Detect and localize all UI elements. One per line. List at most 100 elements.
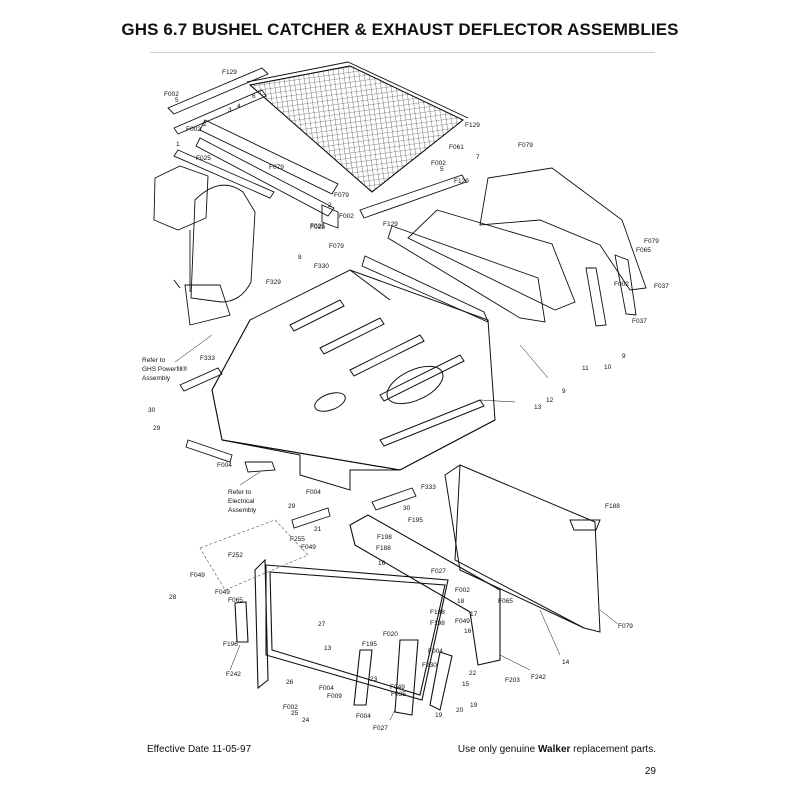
frame-parts — [234, 514, 501, 716]
callout-label: 2 — [328, 202, 332, 209]
callout-label: F004 — [217, 462, 232, 469]
callout-label: F009 — [327, 693, 342, 700]
callout-label: F065 — [636, 247, 651, 254]
callout-label: 21 — [314, 526, 322, 533]
replacement-prefix: Use only genuine — [457, 744, 538, 755]
callout-label: 30 — [403, 505, 411, 512]
callout-label: F002 — [164, 91, 179, 98]
callout-label: 2 — [203, 121, 207, 128]
callout-label: F329 — [266, 279, 281, 286]
callout-label: F065 — [498, 598, 513, 605]
callout-label: 26 — [286, 679, 294, 686]
callout-label: 20 — [456, 707, 464, 714]
callout-label: 5 — [175, 97, 179, 104]
callout-label: F188 — [376, 545, 391, 552]
callout-label: F027 — [373, 725, 388, 732]
callout-label: F027 — [431, 568, 446, 575]
callout-label: 25 — [291, 710, 299, 717]
callout-label: F079 — [269, 164, 284, 171]
callout-label: F004 — [319, 685, 334, 692]
callout-label: F242 — [531, 674, 546, 681]
note-line: Assembly — [142, 375, 171, 382]
reference-box — [199, 519, 309, 591]
note-line: GHS Powerfill® — [142, 365, 187, 373]
callout-label: 5 — [440, 166, 444, 173]
callout-label: F129 — [222, 69, 237, 76]
callout-label: F203 — [505, 677, 520, 684]
callout-label: 13 — [534, 404, 542, 411]
callout-label: F198 — [377, 534, 392, 541]
callout-label: 29 — [153, 425, 161, 432]
callout-label: 12 — [546, 397, 554, 404]
callout-label: F252 — [228, 552, 243, 559]
callout-label: 7 — [476, 154, 480, 161]
callout-label: F061 — [449, 144, 464, 151]
leader-lines — [174, 334, 619, 721]
callout-label: F002 — [455, 587, 470, 594]
callout-label: 22 — [469, 670, 477, 677]
callout-label: F049 — [455, 618, 470, 625]
callout-label: 9 — [622, 353, 626, 360]
replacement-suffix: replacement parts. — [570, 744, 656, 755]
callout-label: F002 — [614, 281, 629, 288]
callout-label: 19 — [435, 712, 443, 719]
callout-label: F002 — [431, 160, 446, 167]
callout-label: F333 — [200, 355, 215, 362]
callout-label: F002 — [186, 126, 201, 133]
note-line: Assembly — [228, 507, 257, 514]
note-refer-electrical: Refer to Electrical Assembly — [228, 489, 257, 514]
callout-label: F230 — [422, 662, 437, 669]
callout-label: F198 — [430, 620, 445, 627]
callout-label: F020 — [0, 0, 15, 2]
callout-label: 19 — [470, 702, 478, 709]
callout-label: F188 — [430, 609, 445, 616]
callout-label: 9 — [562, 388, 566, 395]
callout-label: F188 — [605, 503, 620, 510]
callout-label: 14 — [562, 659, 570, 666]
callout-label: 15 — [462, 681, 470, 688]
callout-label: F004 — [356, 713, 371, 720]
bracket-parts — [179, 367, 417, 529]
exhaust-deflector-part — [361, 167, 647, 327]
callout-label: F049 — [190, 572, 205, 579]
callout-label: F196 — [223, 641, 238, 648]
callout-label: F035 — [391, 691, 406, 698]
note-line: Electrical — [228, 498, 255, 505]
callout-label: F004 — [306, 489, 321, 496]
screen-mesh-part — [246, 61, 469, 193]
callout-label: 8 — [298, 254, 302, 261]
callout-label: 4 — [237, 103, 241, 110]
page-title: GHS 6.7 BUSHEL CATCHER & EXHAUST DEFLECT… — [121, 20, 679, 39]
callout-label: F049 — [301, 544, 316, 551]
brand-name: Walker — [537, 744, 571, 755]
callout-label: F049 — [390, 684, 405, 691]
callout-label: F002 — [283, 704, 298, 711]
callout-label: 17 — [470, 611, 478, 618]
callout-label: F025 — [310, 224, 325, 231]
callout-label: F079 — [518, 142, 533, 149]
callout-label: 30 — [148, 407, 156, 414]
callout-label: 10 — [604, 364, 612, 371]
callout-label: 3 — [228, 107, 232, 114]
callout-label: 29 — [288, 503, 296, 510]
catcher-body-part — [211, 269, 496, 491]
callout-label: F333 — [421, 484, 436, 491]
page-number: 29 — [644, 766, 656, 777]
rear-door-part — [444, 464, 601, 633]
callout-label: 18 — [457, 598, 465, 605]
callout-label: 11 — [582, 365, 589, 372]
callout-label: F065 — [228, 597, 243, 604]
callout-labels: F129F00256F129F00221432F025F025F079F0617… — [0, 0, 669, 732]
callout-label: 28 — [169, 594, 177, 601]
callout-label: F195 — [408, 517, 423, 524]
callout-label: F025 — [310, 223, 325, 230]
callout-label: 6 — [252, 93, 256, 100]
callout-label: F079 — [644, 238, 659, 245]
callout-label: F079 — [329, 243, 344, 250]
callout-label: 16 — [464, 628, 472, 635]
callout-label: 27 — [318, 621, 326, 628]
callout-label: F049 — [215, 589, 230, 596]
note-line: Refer to — [228, 489, 252, 496]
callout-label: 16 — [378, 560, 386, 567]
